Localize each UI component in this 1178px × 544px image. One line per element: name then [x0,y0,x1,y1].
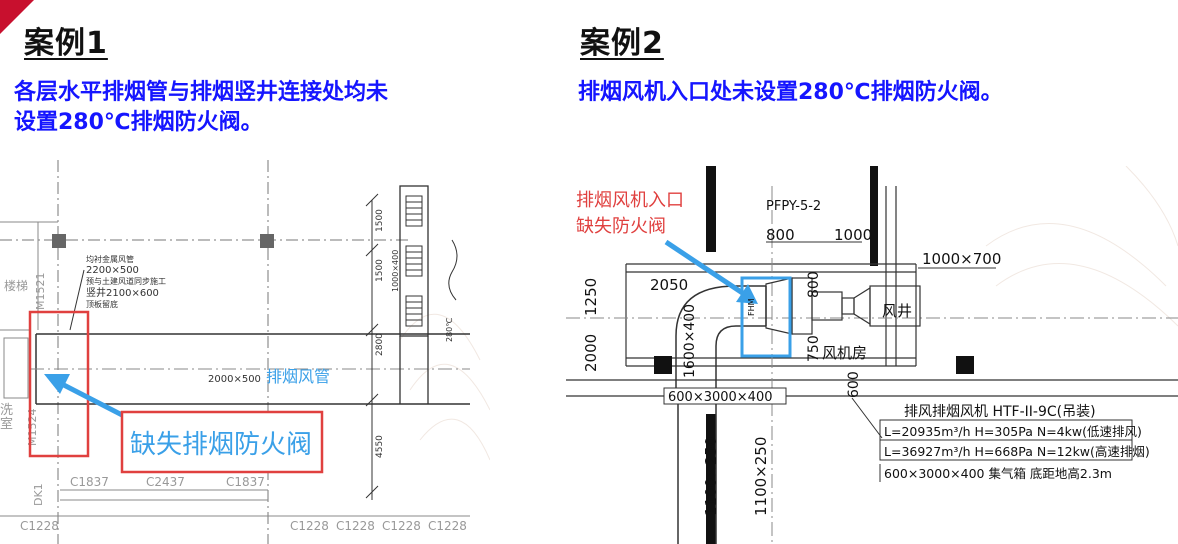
callout-box [120,410,324,474]
callout-arrow [44,374,130,421]
note-leader-line [69,269,85,331]
case1-title: 案例1 [24,26,108,61]
dim-1600x400: 1600×400 [682,304,698,378]
wind-shaft-label: 风井 [882,302,912,320]
dim-1000: 1000 [834,226,872,244]
bottom-wall [0,489,470,517]
exhaust-fan [765,277,921,335]
callout-arrow [664,239,758,304]
box-size-frame [663,387,787,405]
grid-axes [0,160,410,544]
case1-drawing: 楼梯 洗 室 M1521 M1524 DK1 2000×500 排烟风管 均衬金… [0,160,490,544]
note-2: 2200×500 [86,265,139,276]
fan-spec-low: L=20935m³/h H=305Pa N=4kw(低速排风) [884,424,1142,439]
window-labels: C1837 C2437 C1837 C1228 C1228 C1228 C122… [20,475,467,533]
spec-leader [851,397,883,439]
room-wash-label: 洗 [0,403,13,418]
case2-description: 排烟风机入口处未设置280℃排烟防火阀。 [578,80,1003,105]
duct-size-label: 2000×500 [208,374,261,385]
duct-name-label: 排烟风管 [266,367,330,386]
duct-notes: 均衬金属风管 2200×500 预与土建风道同步施工 竖井2100×600 顶板… [86,254,166,309]
dim-2000: 2000 [582,334,600,372]
fhm-label: FHM [747,298,756,316]
callout-line2: 缺失防火阀 [576,216,666,237]
room-stair-label: 楼梯 [4,278,28,293]
dim-600: 600 [846,371,862,398]
window-c1228: C1228 [20,519,59,533]
dim-vent-size: 1000×400 [391,250,400,292]
dim-1100x250-b: 1100×250 [752,437,770,516]
case2-plan-svg: 排烟风机入口 缺失防火阀 PFPY-5-2 800 1000 1000×700 … [566,166,1178,544]
window-c1228-b: C1228 [336,519,375,533]
vertical-dimension [365,193,379,500]
note-5: 顶板留底 [86,299,118,309]
door-tag-m1521: M1521 [34,273,47,311]
case2-drawing: 排烟风机入口 缺失防火阀 PFPY-5-2 800 1000 1000×700 … [566,166,1178,544]
window-c1837-a: C1837 [70,475,109,489]
note-1: 均衬金属风管 [86,254,134,264]
window-c1228-a: C1228 [290,519,329,533]
fan-room-label: 风机房 [822,344,867,362]
dim-1100x250-a: 1100×250 [702,437,720,516]
dim-750: 750 [806,335,822,362]
dim-1000x700: 1000×700 [922,250,1001,268]
dim-4550: 4550 [375,435,385,458]
dim-800-b: 800 [806,271,822,298]
case1-description-line1: 各层水平排烟管与排烟竖井连接处均未 [14,80,389,105]
decorative-pagoda [985,166,1178,327]
smoke-shaft [399,185,429,404]
case1-description: 各层水平排烟管与排烟竖井连接处均未 设置280℃排烟防火阀。 [14,78,388,138]
fan-spec-box: 600×3000×400 集气箱 底距地高2.3m [884,466,1112,481]
fan-spec-high: L=36927m³/h H=668Pa N=12kw(高速排烟) [884,444,1150,459]
corner-ribbon [0,0,34,34]
structural-columns [52,234,274,248]
door-tag-dk: DK1 [32,483,45,506]
shaft-louvers [405,195,423,327]
dim-2800: 2800 [375,333,385,356]
note-4: 竖井2100×600 [86,286,159,299]
box-size-label: 600×3000×400 [668,390,773,405]
dim-1500-a: 1500 [375,209,385,232]
shaft-break-line [448,239,458,301]
dim-1500-b: 1500 [375,259,385,282]
thick-walls [706,166,878,544]
pfpy-label: PFPY-5-2 [766,199,821,214]
case1-description-line2: 设置280℃排烟防火阀。 [14,110,263,135]
structural-columns [654,356,974,374]
window-c1228-d: C1228 [428,519,467,533]
note-3: 预与土建风道同步施工 [86,276,166,286]
decorative-pagoda [399,313,490,461]
dim-2050: 2050 [650,276,688,294]
case2-title: 案例2 [580,26,664,61]
dim-800-a: 800 [766,226,795,244]
door-tag-m1524: M1524 [26,409,39,447]
callout-line1: 排烟风机入口 [576,190,684,211]
dim-1250: 1250 [582,278,600,316]
window-c1228-c: C1228 [382,519,421,533]
dim-280c: 280℃ [445,318,454,342]
window-c2437: C2437 [146,475,185,489]
case1-plan-svg: 楼梯 洗 室 M1521 M1524 DK1 2000×500 排烟风管 均衬金… [0,160,490,544]
callout-missing-damper: 缺失排烟防火阀 [130,430,312,460]
missing-damper-highlight [28,310,90,458]
missing-damper-highlight [740,276,792,358]
room-wash2-label: 室 [0,416,13,432]
window-c1837-b: C1837 [226,475,265,489]
fan-title: 排风排烟风机 HTF-II-9C(吊装) [904,404,1096,420]
